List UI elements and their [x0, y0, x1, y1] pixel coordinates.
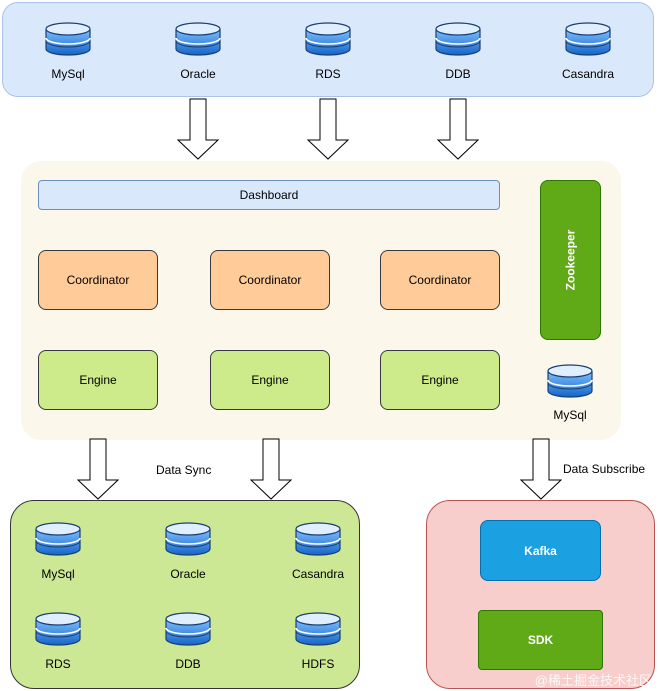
flow-arrow-down — [250, 438, 292, 500]
database-icon — [304, 22, 352, 56]
meta-db-label: MySql — [553, 408, 587, 422]
engine-box: Engine — [210, 350, 330, 410]
database-icon — [294, 522, 342, 556]
engine-label: Engine — [421, 373, 459, 387]
coordinator-box: Coordinator — [380, 250, 500, 310]
flow-arrow-down — [437, 98, 479, 160]
sdk-box: SDK — [478, 610, 603, 670]
coordinator-label: Coordinator — [66, 273, 130, 287]
source-db-label: RDS — [315, 67, 341, 81]
sdk-label: SDK — [527, 633, 554, 647]
target-db-label: MySql — [41, 567, 75, 581]
dashboard-label: Dashboard — [239, 188, 299, 202]
kafka-label: Kafka — [524, 543, 557, 558]
database-icon — [164, 522, 212, 556]
engine-label: Engine — [251, 373, 289, 387]
target-db-label: DDB — [175, 657, 201, 671]
target-db-label: Casandra — [291, 567, 345, 581]
flow-arrow-down — [307, 98, 349, 160]
coordinator-box: Coordinator — [38, 250, 158, 310]
target-db-label: Oracle — [170, 567, 206, 581]
coordinator-box: Coordinator — [210, 250, 330, 310]
source-db-label: Casandra — [561, 67, 615, 81]
watermark: @稀土掘金技术社区 — [534, 673, 652, 688]
target-db-label: HDFS — [301, 657, 335, 671]
database-icon — [174, 22, 222, 56]
zookeeper-box: Zookeeper — [540, 180, 601, 340]
database-icon — [34, 612, 82, 646]
engine-label: Engine — [79, 373, 117, 387]
data-subscribe-label: Data Subscribe — [563, 462, 646, 476]
coordinator-label: Coordinator — [238, 273, 302, 287]
zookeeper-label: Zookeeper — [563, 229, 578, 291]
database-icon — [546, 364, 594, 398]
flow-arrow-down — [177, 98, 219, 160]
engine-box: Engine — [38, 350, 158, 410]
target-db-label: RDS — [45, 657, 71, 671]
database-icon — [564, 22, 612, 56]
data-sync-label: Data Sync — [156, 463, 212, 477]
flow-arrow-down — [77, 438, 119, 500]
database-icon — [44, 22, 92, 56]
database-icon — [164, 612, 212, 646]
engine-box: Engine — [380, 350, 500, 410]
kafka-box: Kafka — [480, 520, 601, 581]
source-db-label: Oracle — [180, 67, 216, 81]
source-db-label: DDB — [445, 67, 471, 81]
source-db-label: MySql — [51, 67, 85, 81]
dashboard-box: Dashboard — [38, 180, 500, 210]
database-icon — [294, 612, 342, 646]
database-icon — [34, 522, 82, 556]
coordinator-label: Coordinator — [408, 273, 472, 287]
flow-arrow-down — [520, 438, 562, 500]
database-icon — [434, 22, 482, 56]
